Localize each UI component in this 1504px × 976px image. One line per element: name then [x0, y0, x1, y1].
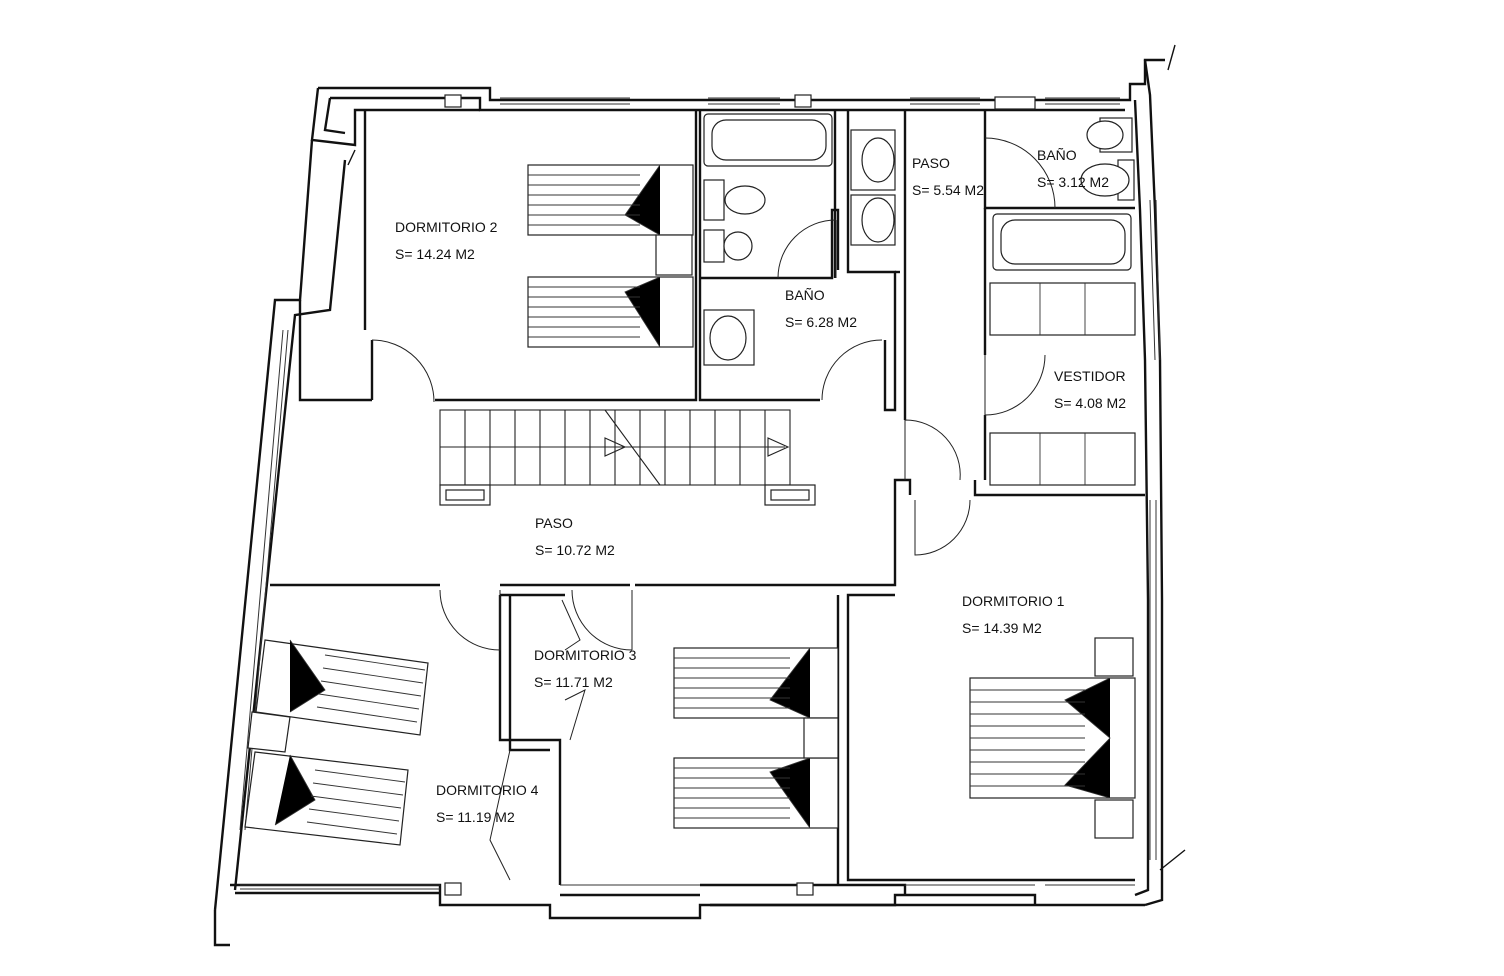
room-area-paso-2: S= 10.72 M2 — [535, 542, 615, 558]
room-name-paso-1: PASO — [912, 155, 950, 171]
wardrobes — [989, 282, 1136, 486]
room-area-dormitorio-2: S= 14.24 M2 — [395, 246, 475, 262]
stairs — [439, 409, 816, 506]
interior-walls — [270, 110, 1145, 885]
room-area-bano-1: S= 6.28 M2 — [785, 314, 857, 330]
bathroom-fixtures — [703, 113, 1135, 366]
doors — [371, 137, 1056, 881]
room-name-dormitorio-3: DORMITORIO 3 — [534, 647, 637, 663]
room-area-paso-1: S= 5.54 M2 — [912, 182, 984, 198]
room-area-vestidor: S= 4.08 M2 — [1054, 395, 1126, 411]
room-name-vestidor: VESTIDOR — [1054, 368, 1126, 384]
room-area-bano-2: S= 3.12 M2 — [1037, 174, 1109, 190]
room-area-dormitorio-3: S= 11.71 M2 — [534, 674, 613, 690]
room-area-dormitorio-4: S= 11.19 M2 — [436, 809, 515, 825]
room-name-dormitorio-1: DORMITORIO 1 — [962, 593, 1065, 609]
beds — [244, 164, 1136, 846]
room-name-paso-2: PASO — [535, 515, 573, 531]
windows — [239, 94, 1161, 896]
room-name-bano-1: BAÑO — [785, 287, 825, 303]
room-name-bano-2: BAÑO — [1037, 147, 1077, 163]
room-name-dormitorio-4: DORMITORIO 4 — [436, 782, 539, 798]
room-area-dormitorio-1: S= 14.39 M2 — [962, 620, 1042, 636]
room-labels: DORMITORIO 2 S= 14.24 M2 BAÑO S= 6.28 M2… — [395, 147, 1126, 825]
room-name-dormitorio-2: DORMITORIO 2 — [395, 219, 498, 235]
